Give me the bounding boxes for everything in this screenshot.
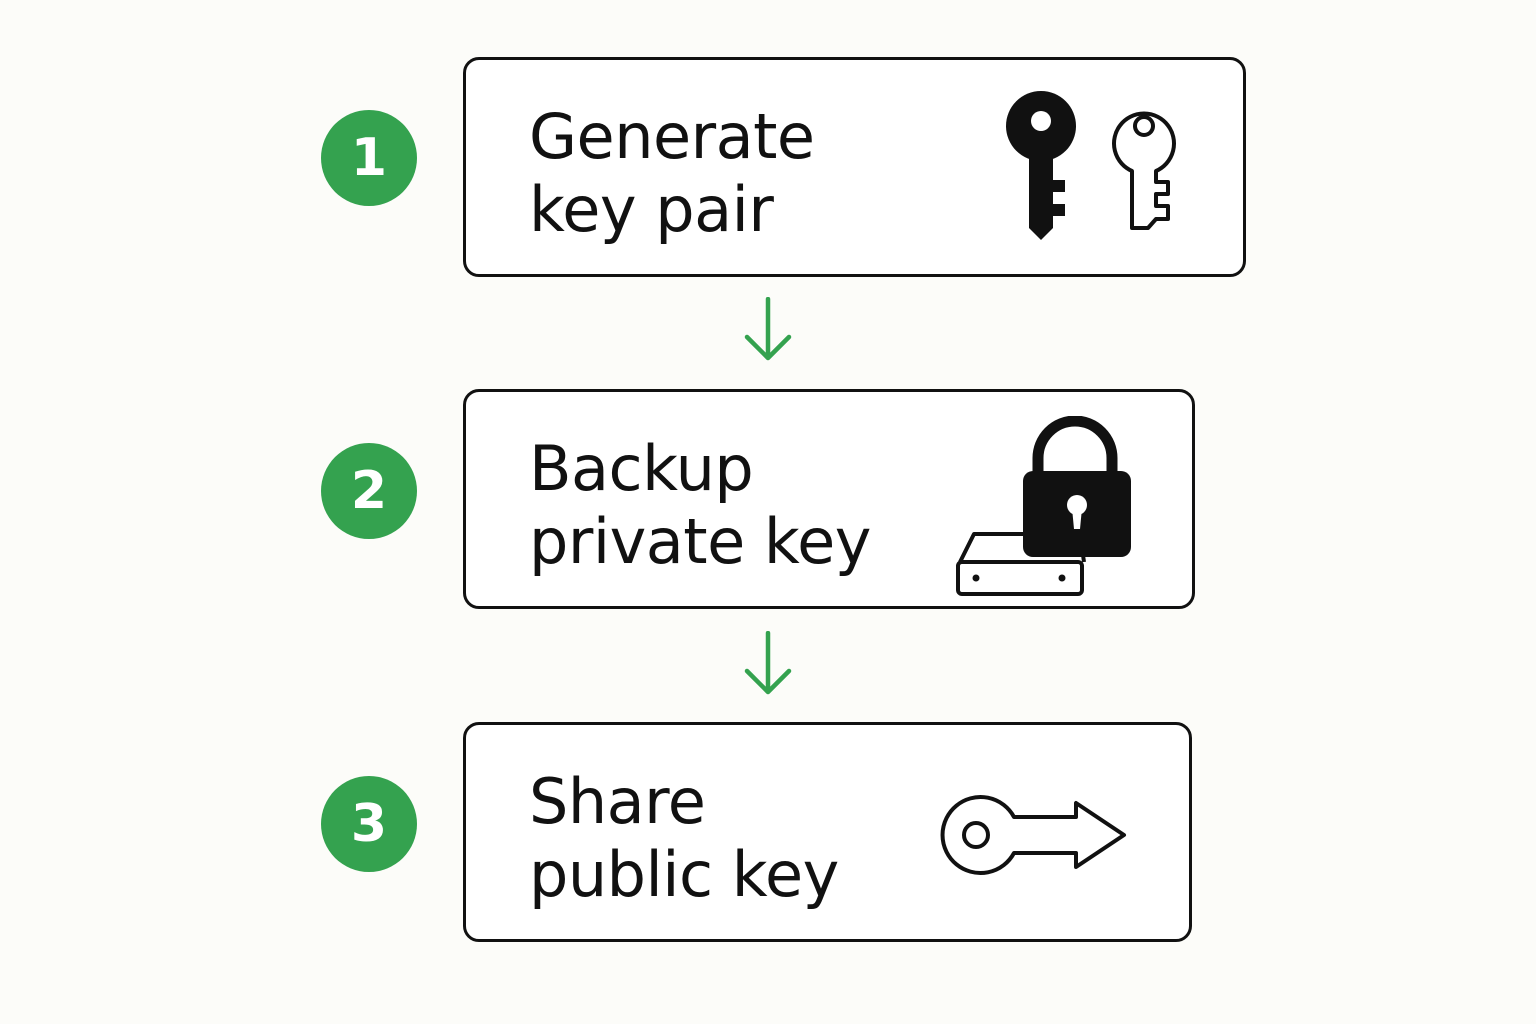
flow-arrow-1-to-2 (743, 296, 793, 363)
step-2-label: Backup private key (529, 432, 969, 578)
arrow-down-icon (744, 630, 792, 695)
step-1-label: Generate key pair (529, 100, 969, 246)
key-arrow-icon (940, 795, 1126, 875)
step-2-badge: 2 (321, 443, 417, 539)
step-2-card: Backup private key (463, 389, 1195, 609)
step-1-card: Generate key pair (463, 57, 1246, 277)
step-3-label-line2: public key (529, 838, 839, 911)
private-key-icon (1006, 91, 1076, 240)
step-1-label-line1: Generate (529, 100, 815, 173)
step-3-card: Share public key (463, 722, 1192, 942)
step-3-label: Share public key (529, 765, 969, 911)
step-3-badge: 3 (321, 776, 417, 872)
arrow-down-icon (744, 296, 792, 361)
step-1-label-line2: key pair (529, 173, 774, 246)
padlock-icon (1023, 416, 1131, 557)
step-2-label-line2: private key (529, 505, 871, 578)
step-3-label-line1: Share (529, 765, 706, 838)
step-1-badge: 1 (321, 110, 417, 206)
flow-arrow-2-to-3 (743, 630, 793, 697)
step-2-label-line1: Backup (529, 432, 754, 505)
key-pair-icon (1006, 91, 1176, 240)
padlock-drive-icon (956, 416, 1131, 596)
public-key-icon (1112, 111, 1176, 230)
